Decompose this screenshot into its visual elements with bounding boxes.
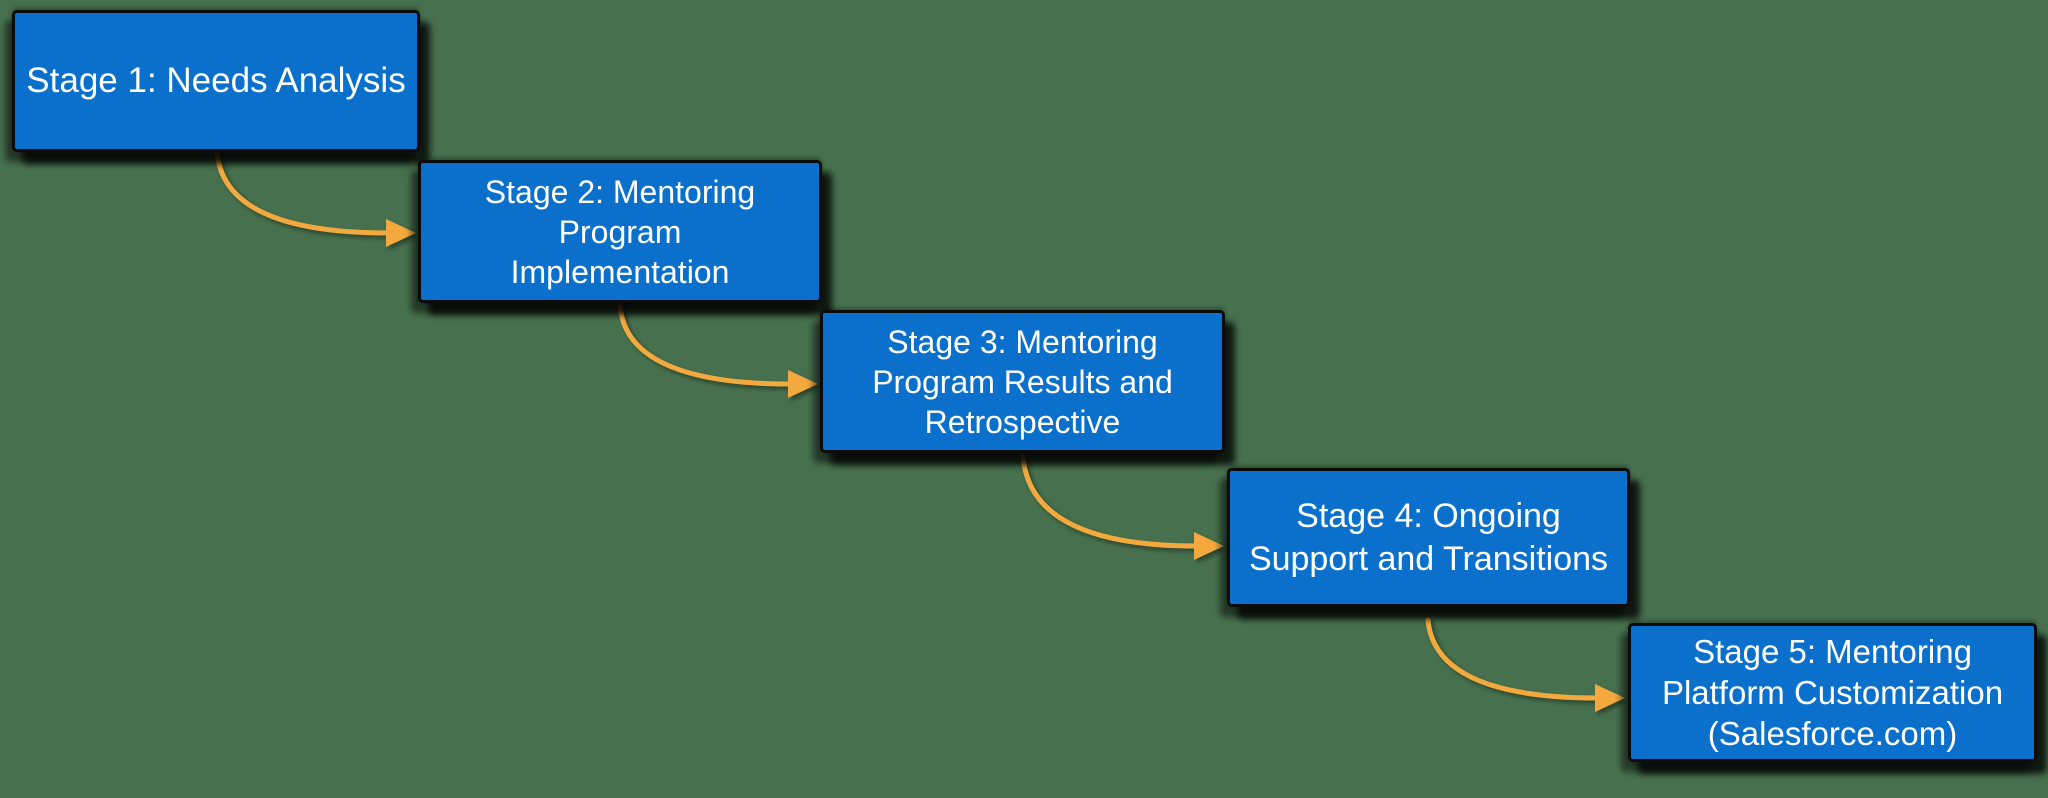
arrow-curve-1-2 (214, 149, 391, 236)
stage-box-2: Stage 2: Mentoring Program Implementatio… (418, 160, 822, 303)
stage-2-line: Stage 2: Mentoring (484, 173, 756, 210)
arrowhead-icon (1595, 684, 1625, 712)
arrowhead-icon (386, 219, 416, 247)
arrow-curve-2-3 (617, 303, 793, 387)
stage-3-line: Stage 3: Mentoring (887, 323, 1158, 360)
arrow-curve-3-4 (1020, 453, 1199, 549)
stage-2-line: Program (558, 213, 682, 250)
connector-arrow-3-4 (1020, 453, 1224, 560)
stage-box-5: Stage 5: Mentoring Platform Customizatio… (1628, 623, 2037, 762)
stage-3-line: Program Results and (872, 363, 1173, 400)
stage-4-line: Stage 4: Ongoing (1296, 497, 1561, 535)
arrowhead-icon (788, 370, 818, 398)
arrowhead-icon (1194, 532, 1224, 560)
arrow-curve-4-5 (1425, 617, 1601, 701)
stage-5-line: (Salesforce.com) (1707, 715, 1958, 753)
stage-box-1: Stage 1: Needs Analysis (12, 10, 420, 152)
stage-5-line: Platform Customization (1661, 673, 2004, 711)
connector-arrow-2-3 (617, 303, 818, 398)
connector-arrow-1-2 (214, 149, 416, 247)
stage-2-line: Implementation (510, 253, 730, 290)
stage-4-line: Support and Transitions (1248, 539, 1609, 578)
stage-5-line: Stage 5: Mentoring (1693, 632, 1972, 670)
connector-arrow-4-5 (1425, 617, 1625, 712)
stage-1-title: Stage 1: Needs Analysis (26, 61, 406, 101)
stage-box-3: Stage 3: Mentoring Program Results and R… (820, 310, 1225, 453)
stage-3-line: Retrospective (924, 403, 1121, 440)
stage-box-4: Stage 4: Ongoing Support and Transitions (1227, 468, 1630, 607)
